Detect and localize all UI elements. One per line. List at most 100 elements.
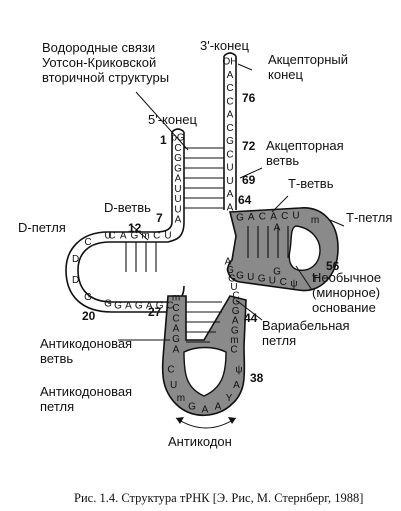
t-region-nt-16: G [236, 271, 244, 282]
t-region-nt-4: A [270, 211, 277, 222]
d-region-nt-3: m [141, 231, 149, 242]
d-region-nt-4: G [131, 231, 139, 242]
anticodon-loop-inner [183, 346, 227, 397]
acceptor-3-nt-1: OH [223, 57, 238, 68]
t-arm-label: Т-ветвь [288, 176, 334, 191]
pos-7: 7 [156, 211, 163, 225]
acceptor-3-nt-10: U [226, 176, 233, 187]
t-region-nt-6: U [292, 211, 299, 222]
acceptor-5-nt-9: A [175, 215, 182, 226]
acceptor-5-nt-3: G [174, 153, 182, 164]
d-region-nt-16: A [146, 301, 153, 312]
t-base-pairs [247, 226, 289, 258]
anticodon-loop-nt-8: A [233, 380, 240, 391]
three-end-label: 3'-конец [200, 38, 250, 53]
anticodon-label: Антикодон [168, 434, 232, 449]
anticodon-loop-nt-7: Y [226, 393, 233, 404]
d-region-nt-5: A [120, 231, 127, 242]
unusual-base-label: Необычное(минорное)основание [312, 270, 381, 315]
anticodon-stem-5-nt-4: A [173, 324, 180, 335]
acceptor-3-nt-2: A [227, 70, 234, 81]
t-region-nt-15: U [247, 272, 254, 283]
five-end-label: 5'-конец [148, 112, 198, 127]
d-region-nt-13: G [114, 301, 122, 312]
t-loop-label: Т-петля [346, 210, 392, 225]
acceptor-base-pairs [184, 147, 224, 209]
anticodon-loop-nt-5: A [202, 405, 209, 416]
d-region-nt-18: C [166, 301, 173, 312]
acceptor-5-nt-1: pG [171, 133, 185, 144]
acceptor-3-nt-8: C [226, 149, 233, 160]
t-region-nt-7: m [311, 215, 319, 226]
anticodon-stem-3-nt-1: G [232, 297, 240, 308]
variable-nt-3: G [228, 274, 236, 285]
variable-nt-2: G [226, 265, 234, 276]
d-base-pairs [125, 242, 157, 272]
d-region-nt-14: A [125, 301, 132, 312]
t-arm-backbone [227, 207, 339, 292]
acceptor-5-nt-2: C [174, 143, 181, 154]
anticodon-stem-3-nt-3: A [232, 316, 239, 327]
t-region-nt-8: A [274, 223, 281, 234]
d-region-nt-17: G [156, 301, 164, 312]
d-region-nt-11: G [84, 292, 92, 303]
anticodon-loop-nt-6: A [215, 401, 222, 412]
anticodon-stem-3-nt-6: C [230, 345, 237, 356]
anticodon-loop-nt-2: U [170, 380, 177, 391]
t-region-nt-13: U [269, 275, 276, 286]
acceptor-3-nt-5: A [227, 110, 234, 121]
t-region-nt-9: G [273, 266, 281, 277]
d-region-nt-1: U [164, 231, 171, 242]
acceptor-5-nt-8: U [174, 204, 181, 215]
anticodon-loop-nt-9: ψ [235, 365, 242, 376]
d-region-nt-10: D [72, 275, 79, 286]
acceptor-3-nt-6: C [226, 123, 233, 134]
anticodon-stem-5-nt-1: m [172, 293, 180, 304]
d-loop-label: D-петля [18, 220, 66, 235]
leader-lines [118, 63, 345, 429]
t-region-nt-2: A [248, 212, 255, 223]
anticodon-loop-nt-3: m [177, 393, 185, 404]
t-region-nt-12: C [280, 277, 287, 288]
d-arm-label: D-ветвь [104, 200, 151, 215]
acceptor-3-nt-4: C [226, 96, 233, 107]
acceptor-3-nt-11: A [227, 189, 234, 200]
pos-69: 69 [242, 173, 256, 187]
acceptor-3-nt-12: A [227, 203, 234, 214]
anticodon-stem-5-nt-5: G [172, 334, 180, 345]
t-region-nt-1: G [236, 213, 244, 224]
d-region-nt-2: C [153, 231, 160, 242]
anticodon-loop-nt-4: G [188, 401, 196, 412]
d-region-nt-15: G [135, 301, 143, 312]
d-region-nt-6: C [108, 231, 115, 242]
acceptor-3-nt-3: C [226, 83, 233, 94]
pos-20: 20 [82, 309, 96, 323]
anticodon-stem-5-nt-3: C [172, 313, 179, 324]
variable-nt-1: A [225, 257, 232, 268]
t-region-nt-11: ψ [290, 279, 297, 290]
acceptor-strand-3 [223, 52, 237, 210]
pos-1: 1 [160, 133, 167, 147]
acceptor-strand-5 [171, 128, 185, 222]
figure-caption: Рис. 1.4. Структура тРНК [Э. Рис, М. Сте… [74, 491, 363, 505]
anticodon-base-pairs [186, 301, 222, 343]
variable-nt-4: U [230, 282, 237, 293]
t-region-nt-5: C [281, 211, 288, 222]
anticodon-stem-5-nt-6: A [173, 345, 180, 356]
acceptor-3-nt-9: U [226, 163, 233, 174]
pos-27: 27 [148, 305, 162, 319]
pos-12: 12 [128, 221, 142, 235]
variable-nt-5: C [232, 291, 239, 302]
t-region-nt-3: C [259, 212, 266, 223]
d-region-nt-7: U [104, 231, 111, 242]
anticodon-stem-3-nt-2: G [232, 306, 240, 317]
t-arm-inner [288, 225, 321, 271]
pos-44: 44 [244, 311, 258, 325]
